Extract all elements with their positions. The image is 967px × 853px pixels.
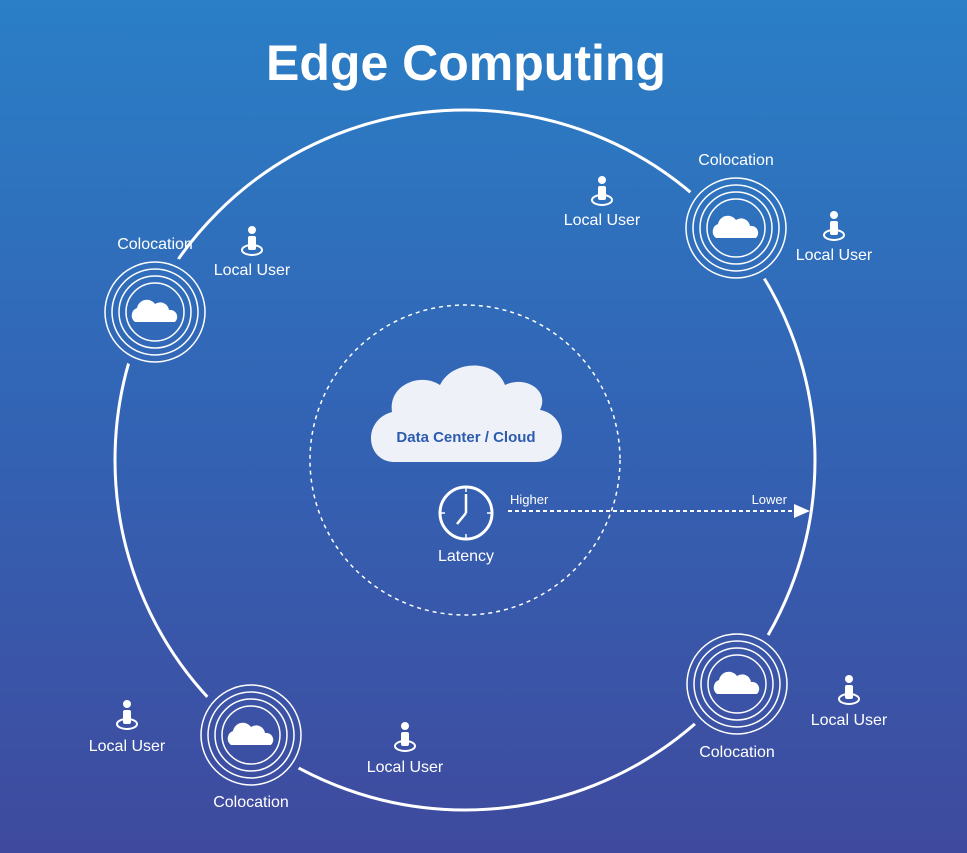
svg-text:Local User: Local User (214, 262, 291, 279)
user-icon (591, 175, 613, 206)
local-user: Local User (796, 210, 873, 264)
latency-label: Latency (438, 548, 494, 565)
lower-label: Lower (752, 492, 788, 507)
local-user: Local User (564, 175, 641, 229)
higher-label: Higher (510, 492, 549, 507)
cloud-icon (713, 671, 760, 694)
data-center-label: Data Center / Cloud (396, 429, 535, 446)
clock-icon (438, 485, 494, 541)
colocation-node: Colocation (685, 152, 787, 279)
local-user: Local User (811, 674, 888, 729)
colocation-label: Colocation (117, 236, 193, 253)
colocation-node: Colocation (104, 236, 206, 363)
user-icon (823, 210, 845, 241)
page-title: Edge Computing (266, 35, 666, 91)
user-icon (394, 721, 416, 752)
svg-text:Local User: Local User (367, 759, 444, 776)
arrow-head-icon (794, 504, 810, 518)
cloud-icon (227, 722, 274, 745)
core-ring (309, 304, 621, 616)
local-user: Local User (89, 699, 166, 755)
svg-text:Local User: Local User (796, 247, 873, 264)
user-icon (116, 699, 138, 730)
colocation-label: Colocation (213, 794, 289, 811)
local-user: Local User (214, 225, 291, 279)
data-center-cloud-icon (370, 365, 562, 462)
colocation-label: Colocation (699, 744, 775, 761)
user-icon (838, 674, 860, 705)
svg-text:Local User: Local User (89, 738, 166, 755)
edge-ring (113, 108, 817, 812)
local-user: Local User (367, 721, 444, 776)
colocation-node: Colocation (686, 633, 788, 761)
cloud-icon (131, 299, 178, 322)
svg-text:Local User: Local User (564, 212, 641, 229)
user-icon (241, 225, 263, 256)
colocation-label: Colocation (698, 152, 774, 169)
svg-text:Local User: Local User (811, 712, 888, 729)
colocation-node: Colocation (200, 684, 302, 811)
